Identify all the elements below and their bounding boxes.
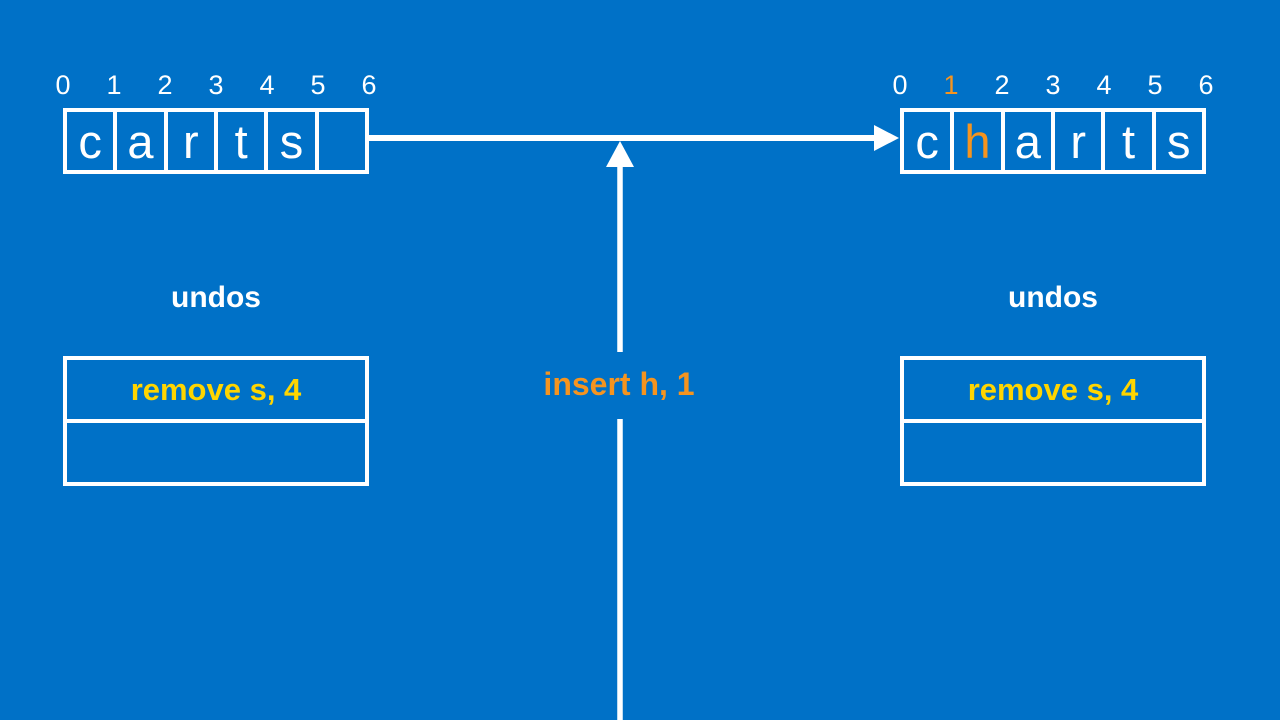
- array-cell: s: [1151, 112, 1202, 170]
- cell-row: c a r t s: [63, 108, 369, 174]
- cell-row: c h a r t s: [900, 108, 1206, 174]
- undo-stack-left: remove s, 4: [63, 356, 369, 486]
- undo-entry-empty: [67, 419, 365, 482]
- index-row: 0 1 2 3 4 5 6: [55, 70, 376, 100]
- index-label-highlighted: 1: [943, 70, 959, 100]
- array-cell: c: [915, 114, 939, 168]
- arrow-up-icon: [606, 141, 634, 720]
- undo-stack-right: remove s, 4: [900, 356, 1206, 486]
- array-cell: t: [213, 112, 264, 170]
- index-label: 3: [1045, 70, 1061, 100]
- index-label: 2: [994, 70, 1010, 100]
- index-label: 1: [106, 70, 122, 100]
- array-cell: c: [78, 114, 102, 168]
- undos-title-left: undos: [171, 281, 261, 314]
- array-cell: s: [264, 112, 314, 170]
- array-cell-highlighted: h: [950, 112, 1000, 170]
- array-cell-empty: [314, 112, 365, 170]
- index-label: 0: [55, 70, 71, 100]
- array-after: 0 1 2 3 4 5 6 c h a r t s: [892, 70, 1214, 174]
- index-label: 0: [892, 70, 908, 100]
- arrow-right-icon: [369, 125, 899, 151]
- undo-entry: remove s, 4: [130, 371, 302, 407]
- undos-title-right: undos: [1008, 281, 1098, 314]
- index-label: 6: [361, 70, 377, 100]
- array-before: 0 1 2 3 4 5 6 c a r t s: [55, 70, 377, 174]
- index-label: 5: [1147, 70, 1163, 100]
- array-cell: a: [113, 112, 163, 170]
- index-label: 6: [1198, 70, 1214, 100]
- undo-entry-empty: [904, 419, 1202, 482]
- index-row: 0 1 2 3 4 5 6: [892, 70, 1213, 100]
- array-cell: t: [1101, 112, 1151, 170]
- index-label: 4: [259, 70, 275, 100]
- index-label: 5: [310, 70, 326, 100]
- index-label: 2: [157, 70, 173, 100]
- undo-entry: remove s, 4: [967, 371, 1139, 407]
- operation-label: insert h, 1: [543, 366, 695, 402]
- array-cell: r: [163, 112, 214, 170]
- array-cell: a: [1000, 112, 1051, 170]
- index-label: 3: [208, 70, 224, 100]
- array-cell: r: [1050, 112, 1101, 170]
- index-label: 4: [1096, 70, 1112, 100]
